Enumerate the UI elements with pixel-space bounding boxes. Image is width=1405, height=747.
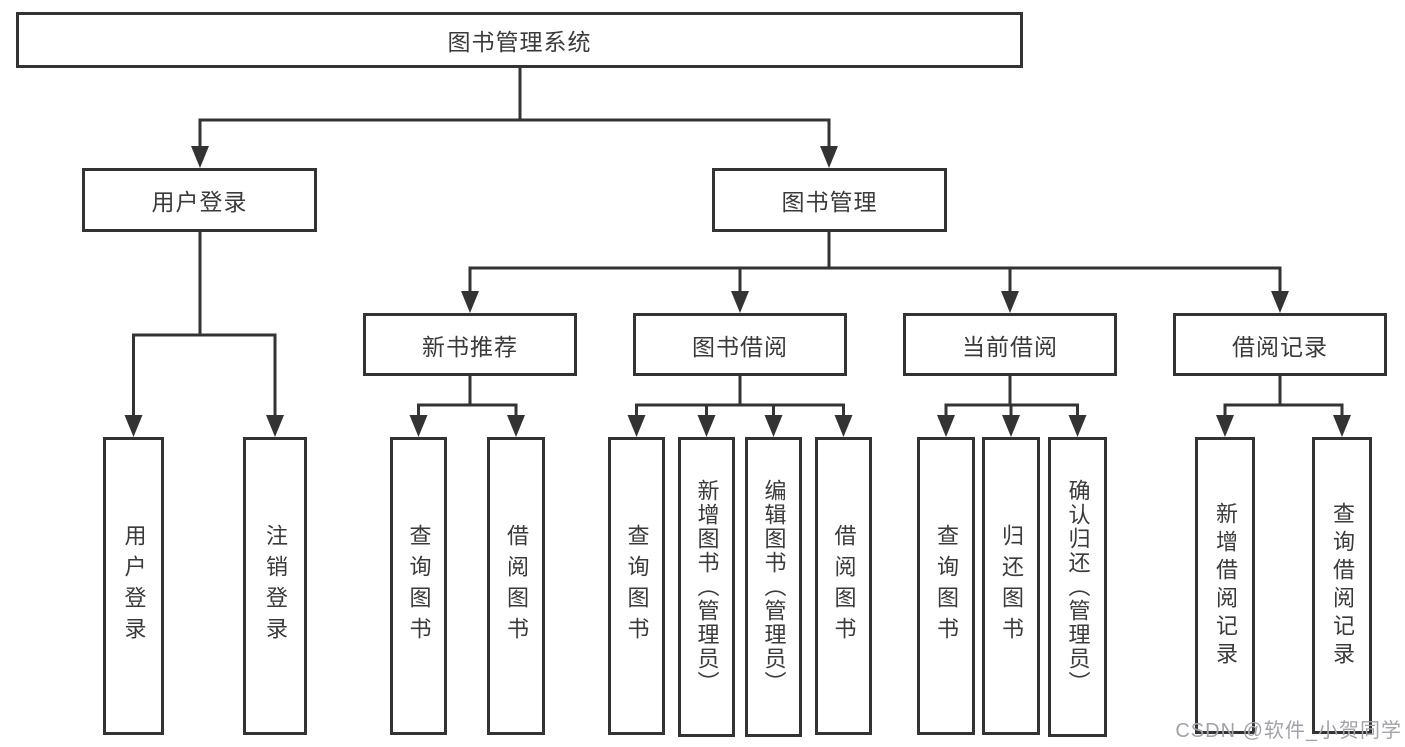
node-label: 新增借阅记录 bbox=[1213, 501, 1238, 670]
node-label: 查询借阅记录 bbox=[1330, 501, 1355, 670]
node-label: 借阅图书 bbox=[831, 524, 857, 648]
node-label: 用户登录 bbox=[151, 189, 248, 215]
leaf-user-login: 用户登录 bbox=[103, 437, 164, 735]
node-label: 图书管理系统 bbox=[447, 29, 592, 55]
node-label: 图书管理 bbox=[781, 189, 878, 215]
leaf-borrow-books-recommend: 借阅图书 bbox=[487, 437, 545, 735]
leaf-add-borrow-record: 新增借阅记录 bbox=[1195, 437, 1255, 734]
node-label: 查询图书 bbox=[934, 524, 959, 648]
node-label: 确认归还（管理员） bbox=[1065, 479, 1091, 695]
node-new-book-recommend: 新书推荐 bbox=[363, 313, 577, 376]
leaf-return-books: 归还图书 bbox=[982, 437, 1040, 735]
leaf-logout: 注销登录 bbox=[243, 437, 307, 735]
edge-root-to-level2 bbox=[198, 65, 831, 150]
edge-current-borrow-children bbox=[944, 374, 1079, 419]
node-label: 当前借阅 bbox=[962, 333, 1058, 360]
leaf-query-borrow-record: 查询借阅记录 bbox=[1312, 437, 1372, 734]
node-book-management: 图书管理 bbox=[712, 168, 947, 232]
node-label: 编辑图书（管理员） bbox=[761, 479, 787, 695]
leaf-query-books-recommend: 查询图书 bbox=[390, 437, 447, 735]
node-borrow-record: 借阅记录 bbox=[1173, 313, 1387, 376]
node-label: 查询图书 bbox=[624, 524, 650, 648]
node-label: 查询图书 bbox=[406, 524, 432, 648]
node-label: 借阅记录 bbox=[1232, 333, 1328, 360]
edge-new-book-children bbox=[417, 374, 518, 419]
node-root-system: 图书管理系统 bbox=[16, 12, 1023, 68]
edge-book-borrow-children bbox=[635, 374, 845, 419]
node-label: 借阅图书 bbox=[504, 524, 529, 648]
edge-borrow-record-children bbox=[1223, 374, 1344, 419]
edge-user-login-children bbox=[132, 230, 277, 419]
node-user-login: 用户登录 bbox=[82, 168, 317, 232]
node-label: 用户登录 bbox=[121, 524, 147, 648]
arrowheads bbox=[124, 146, 1351, 437]
node-label: 新增图书（管理员） bbox=[694, 479, 720, 695]
leaf-add-books-admin: 新增图书（管理员） bbox=[678, 437, 735, 737]
leaf-borrow-books: 借阅图书 bbox=[815, 437, 872, 735]
node-label: 注销登录 bbox=[263, 524, 288, 648]
leaf-query-books-borrow: 查询图书 bbox=[608, 437, 665, 735]
leaf-confirm-return-admin: 确认归还（管理员） bbox=[1048, 437, 1107, 737]
node-label: 新书推荐 bbox=[422, 333, 518, 360]
leaf-query-books-current: 查询图书 bbox=[917, 437, 975, 735]
node-label: 归还图书 bbox=[999, 524, 1024, 648]
edge-book-mgmt-children bbox=[468, 230, 1282, 294]
node-label: 图书借阅 bbox=[692, 333, 788, 360]
csdn-watermark: CSDN @软件_小贺同学 bbox=[1175, 720, 1402, 742]
node-book-borrow: 图书借阅 bbox=[633, 313, 847, 376]
leaf-edit-books-admin: 编辑图书（管理员） bbox=[745, 437, 802, 737]
node-current-borrow: 当前借阅 bbox=[903, 313, 1117, 376]
